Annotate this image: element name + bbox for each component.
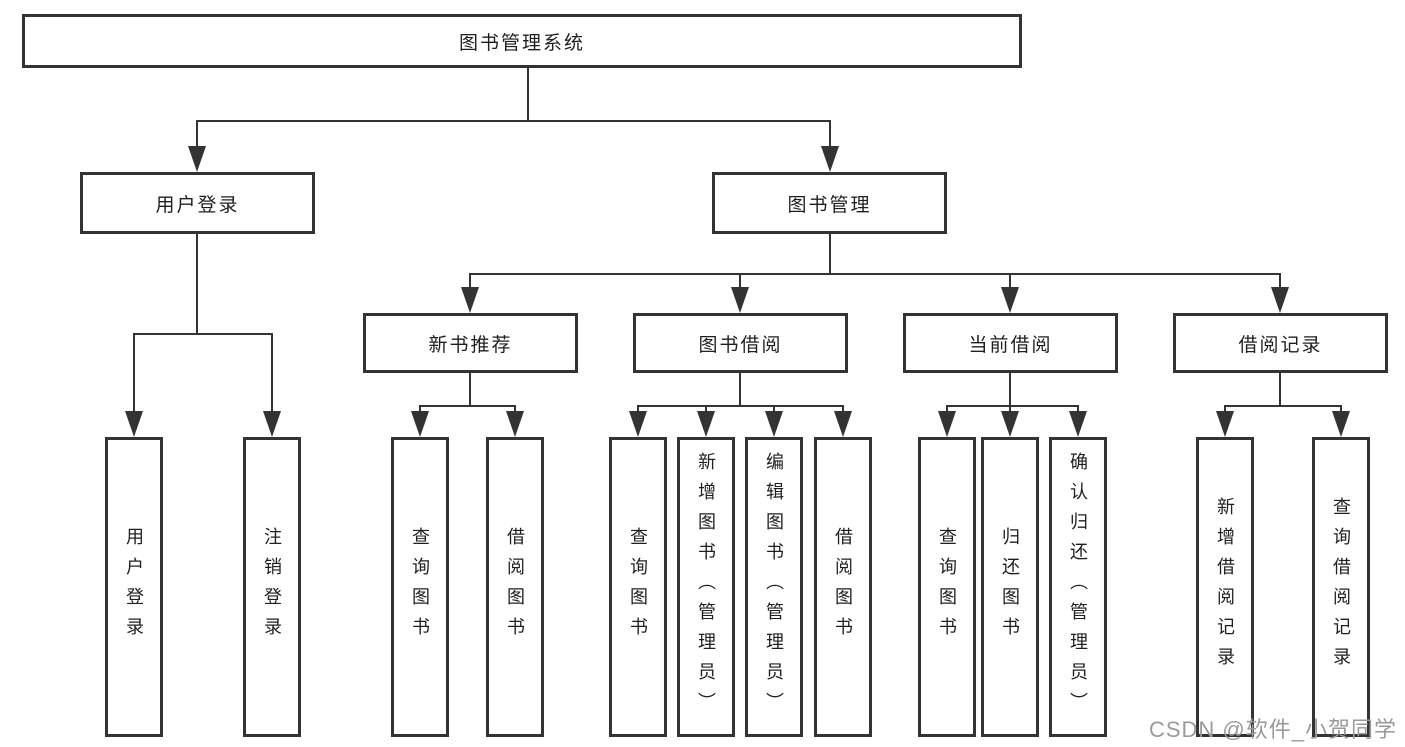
node-label: 图书借阅: [698, 334, 783, 356]
connector-line: [1009, 373, 1011, 407]
connector-line: [1279, 273, 1281, 292]
node-label: 注销登录: [262, 527, 282, 647]
leaf-add-borrow-record: 新增借阅记录: [1196, 437, 1254, 737]
node-label: 确认归还（管理员）: [1068, 452, 1088, 722]
arrow-down-icon: [765, 411, 783, 437]
connector-line: [514, 405, 516, 416]
connector-line: [1077, 405, 1079, 416]
connector-line: [842, 405, 844, 416]
connector-line: [133, 333, 135, 415]
connector-line: [196, 120, 831, 122]
node-label: 借阅图书: [833, 527, 853, 647]
leaf-edit-books-admin: 编辑图书（管理员）: [745, 437, 803, 737]
node-label: 新增图书（管理员）: [696, 452, 716, 722]
connector-line: [271, 333, 273, 415]
connector-line: [419, 405, 516, 407]
leaf-query-books: 查询图书: [391, 437, 449, 737]
connector-line: [946, 405, 948, 416]
node-current-borrowing: 当前借阅: [903, 313, 1118, 373]
arrow-down-icon: [938, 411, 956, 437]
arrow-down-icon: [1001, 287, 1019, 313]
node-label: 查询图书: [410, 527, 430, 647]
connector-line: [1340, 405, 1342, 416]
leaf-query-books: 查询图书: [918, 437, 976, 737]
connector-line: [946, 405, 1079, 407]
arrow-down-icon: [629, 411, 647, 437]
connector-line: [773, 405, 775, 416]
node-label: 用户登录: [124, 527, 144, 647]
connector-line: [829, 234, 831, 275]
connector-line: [469, 273, 1281, 275]
node-label: 新书推荐: [428, 334, 513, 356]
node-label: 用户登录: [155, 194, 240, 216]
node-label: 归还图书: [1000, 527, 1020, 647]
node-label: 当前借阅: [968, 334, 1053, 356]
connector-line: [1279, 373, 1281, 407]
connector-line: [469, 373, 471, 407]
arrow-down-icon: [506, 411, 524, 437]
node-label: 新增借阅记录: [1215, 497, 1235, 677]
connector-line: [196, 120, 198, 150]
connector-line: [829, 120, 831, 150]
arrow-down-icon: [188, 146, 206, 172]
leaf-user-login: 用户登录: [105, 437, 163, 737]
arrow-down-icon: [263, 411, 281, 437]
arrow-down-icon: [1332, 411, 1350, 437]
leaf-borrow-books: 借阅图书: [486, 437, 544, 737]
leaf-return-books: 归还图书: [981, 437, 1039, 737]
connector-line: [1009, 273, 1011, 292]
node-book-management: 图书管理: [712, 172, 947, 234]
connector-line: [419, 405, 421, 416]
arrow-down-icon: [125, 411, 143, 437]
connector-line: [527, 68, 529, 121]
node-label: 查询图书: [937, 527, 957, 647]
leaf-query-books: 查询图书: [609, 437, 667, 737]
arrow-down-icon: [834, 411, 852, 437]
leaf-borrow-books: 借阅图书: [814, 437, 872, 737]
connector-line: [133, 333, 273, 335]
leaf-query-borrow-record: 查询借阅记录: [1312, 437, 1370, 737]
node-label: 图书管理: [787, 194, 872, 216]
node-label: 查询借阅记录: [1331, 497, 1351, 677]
node-root-library-system: 图书管理系统: [22, 14, 1022, 68]
connector-line: [637, 405, 639, 416]
node-label: 借阅记录: [1238, 334, 1323, 356]
arrow-down-icon: [1271, 287, 1289, 313]
arrow-down-icon: [461, 287, 479, 313]
node-label: 图书管理系统: [458, 32, 585, 54]
arrow-down-icon: [1069, 411, 1087, 437]
node-label: 借阅图书: [505, 527, 525, 647]
node-book-borrowing: 图书借阅: [633, 313, 848, 373]
arrow-down-icon: [731, 287, 749, 313]
connector-line: [739, 273, 741, 292]
arrow-down-icon: [1001, 411, 1019, 437]
connector-line: [1224, 405, 1342, 407]
node-user-login: 用户登录: [80, 172, 315, 234]
csdn-watermark: CSDN @软件_小贺同学: [1148, 717, 1397, 742]
connector-line: [705, 405, 707, 416]
leaf-logout: 注销登录: [243, 437, 301, 737]
arrow-down-icon: [697, 411, 715, 437]
node-label: 编辑图书（管理员）: [764, 452, 784, 722]
node-label: 查询图书: [628, 527, 648, 647]
arrow-down-icon: [1216, 411, 1234, 437]
connector-line: [469, 273, 471, 292]
connector-line: [637, 405, 844, 407]
connector-line: [1224, 405, 1226, 416]
node-new-book-recommendation: 新书推荐: [363, 313, 578, 373]
node-borrowing-records: 借阅记录: [1173, 313, 1388, 373]
connector-line: [1009, 405, 1011, 416]
connector-line: [196, 234, 198, 335]
arrow-down-icon: [821, 146, 839, 172]
connector-line: [739, 373, 741, 407]
arrow-down-icon: [411, 411, 429, 437]
leaf-add-books-admin: 新增图书（管理员）: [677, 437, 735, 737]
leaf-confirm-return-admin: 确认归还（管理员）: [1049, 437, 1107, 737]
